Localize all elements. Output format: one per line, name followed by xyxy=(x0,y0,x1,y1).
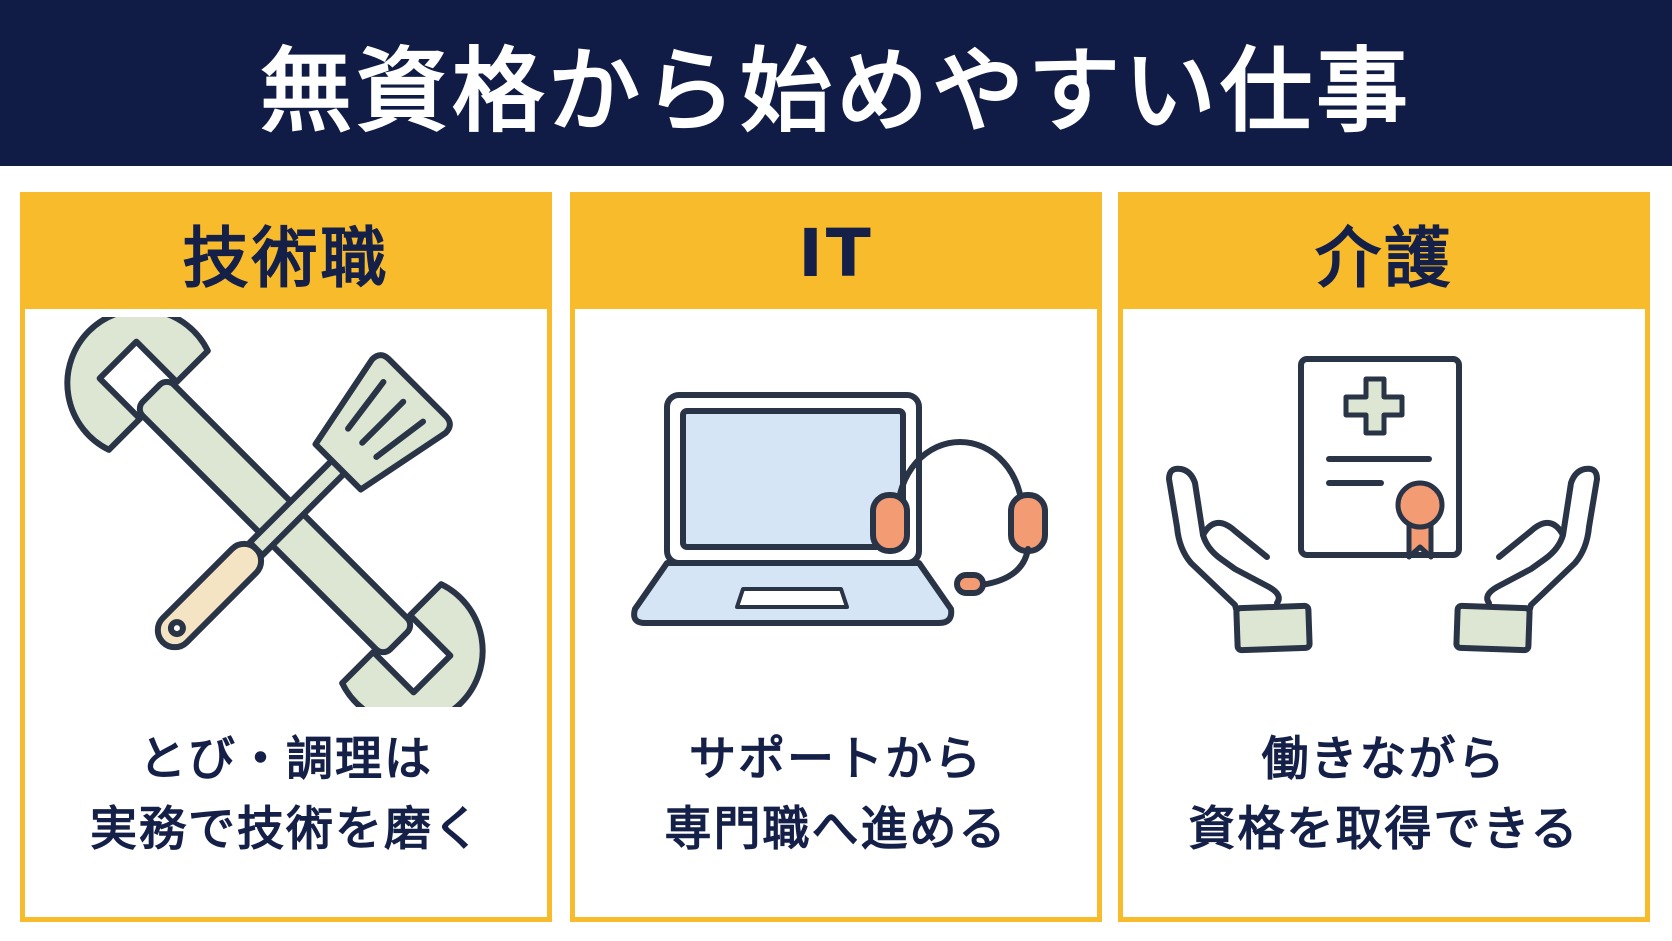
card-header: 技術職 xyxy=(25,197,547,309)
card-description-line: 働きながら xyxy=(1261,732,1507,787)
laptop-headset-icon xyxy=(575,317,1097,707)
card-title: IT xyxy=(798,214,874,292)
card-header: IT xyxy=(575,197,1097,309)
card-description-line: 実務で技術を磨く xyxy=(90,802,482,857)
card-header: 介護 xyxy=(1123,197,1645,309)
card-it: IT サポートから 専門職へ進める xyxy=(570,192,1102,922)
wrench-spatula-icon xyxy=(25,317,547,707)
page-title: 無資格から始めやすい仕事 xyxy=(259,37,1412,145)
card-title: 介護 xyxy=(1315,220,1453,297)
card-technical: 技術職 xyxy=(20,192,552,922)
card-description-line: とび・調理は xyxy=(139,732,433,787)
card-description-line: サポートから xyxy=(689,732,983,787)
header-banner: 無資格から始めやすい仕事 xyxy=(0,0,1672,166)
card-description: とび・調理は 実務で技術を磨く xyxy=(25,725,547,865)
card-description: 働きながら 資格を取得できる xyxy=(1123,725,1645,865)
hands-certificate-icon xyxy=(1123,317,1645,707)
card-description: サポートから 専門職へ進める xyxy=(575,725,1097,865)
card-description-line: 資格を取得できる xyxy=(1188,802,1580,857)
card-care: 介護 働きながら 資格を xyxy=(1118,192,1650,922)
card-title: 技術職 xyxy=(182,220,390,297)
card-description-line: 専門職へ進める xyxy=(664,802,1008,857)
